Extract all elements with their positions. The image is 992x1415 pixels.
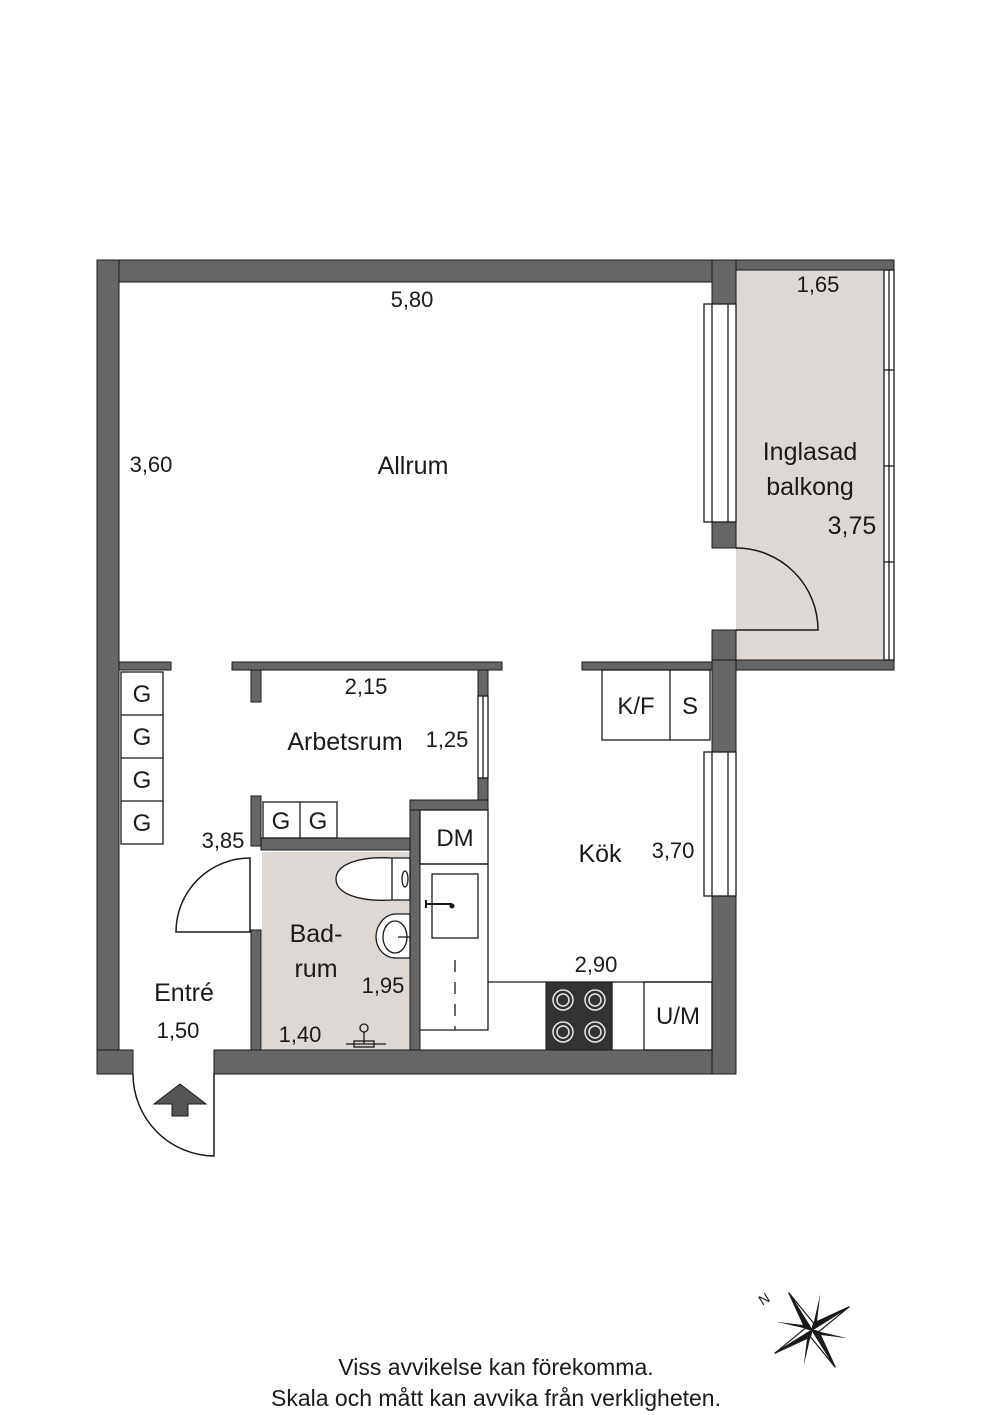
entrance-arrow-icon [152,1083,208,1117]
wall-arbetsrum-stub [250,669,262,703]
dim-entre-width: 1,50 [157,1018,200,1043]
room-label-entre: Entré [154,979,214,1007]
balcony-top [735,259,895,271]
toilet-icon [335,857,411,901]
washbasin-icon [375,913,411,959]
dim-balcony-depth: 3,75 [828,512,877,540]
disclaimer-line-1: Viss avvikelse kan förekomma. [338,1354,654,1380]
window-kok [703,751,737,897]
wardrobe-label-5: G [272,808,291,835]
wall-arbetsrum-right-top [477,669,489,697]
wall-bath-right-top [409,799,489,811]
room-label-badrum-2: rum [294,955,337,983]
room-label-kok: Kök [578,840,622,868]
wardrobe-label-4: G [133,810,152,837]
room-label-allrum: Allrum [378,452,449,480]
compass-rose-icon [774,1292,850,1368]
wall-hall-lower [250,929,262,1051]
wardrobes [120,671,338,845]
dim-arbetsrum-depth: 1,25 [426,727,469,752]
balcony-floor [736,270,888,660]
faucet-icon [425,900,452,908]
wall-top [96,259,737,283]
room-label-arbetsrum: Arbetsrum [287,728,402,756]
fridge-freezer [601,669,711,741]
balcony-bottom [735,659,895,671]
oven-micro-label: U/M [656,1003,700,1030]
dishwasher-label: DM [436,825,473,852]
wall-kitchen-top [581,661,713,671]
dim-hall-length: 3,85 [202,828,245,853]
wardrobe-label-1: G [133,681,152,708]
wardrobe-label-2: G [133,724,152,751]
storage-label: S [682,693,698,720]
compass-north-label: N [755,1290,772,1309]
wall-right-upper [711,259,737,305]
stove-icon [545,981,613,1051]
walls [96,259,895,1075]
dim-allrum-width: 5,80 [391,287,434,312]
wall-bath-top [260,837,412,851]
wall-arbetsrum-top [231,661,503,671]
wall-bottom-right [213,1049,737,1075]
door-entrance [132,1073,215,1157]
wall-left [96,259,120,1075]
room-label-balcony-2: balkong [766,473,854,501]
door-hall [175,857,251,933]
wall-bath-right [409,799,421,1051]
wall-right-kitchen [711,659,737,755]
wardrobe-label-6: G [309,808,328,835]
dim-kok-depth: 3,70 [652,838,695,863]
shower-icon [346,1023,386,1048]
fridge-freezer-label: K/F [617,693,654,720]
oven-micro [643,981,713,1051]
dim-kok-width: 2,90 [575,952,618,977]
disclaimer-line-2: Skala och mått kan avvika från verklighe… [270,1385,721,1411]
room-label-badrum-1: Bad- [290,920,343,948]
room-label-balcony-1: Inglasad [763,438,858,466]
wall-right-door [711,629,737,661]
dim-balcony-width: 1,65 [797,272,840,297]
dim-arbetsrum-width: 2,15 [345,674,388,699]
wall-right-lower [711,895,737,1075]
wall-partition-left [118,661,172,671]
dim-allrum-depth: 3,60 [130,452,173,477]
wardrobe-label-3: G [133,767,152,794]
windows [477,269,895,897]
doors [132,547,819,1157]
sink [431,873,479,939]
window-allrum [703,303,737,523]
door-balcony [735,547,819,631]
dim-bad-depth: 1,95 [362,973,405,998]
wall-bottom-left [96,1049,134,1075]
wall-right-mid [711,521,737,549]
wall-hall-upper [250,795,262,847]
dim-bad-width: 1,40 [279,1022,322,1047]
